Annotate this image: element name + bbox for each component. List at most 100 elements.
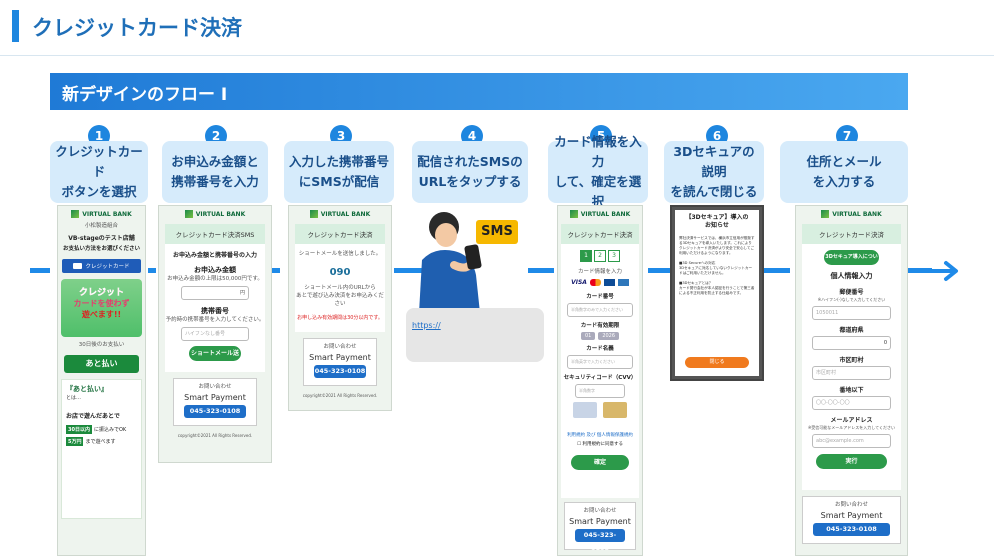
flow-line-seg (764, 268, 790, 273)
card-name-input[interactable]: 半角英字で入力ください (567, 355, 633, 369)
sms-badge: SMS (476, 220, 518, 244)
amex-icon (617, 279, 629, 286)
bank-logo: VIRTUAL BANK (289, 206, 391, 222)
screen-2: VIRTUAL BANK クレジットカード決済SMS お申込み金額と携帯番号の入… (158, 205, 272, 463)
flow-title: 新デザインのフロー Ⅰ (62, 85, 228, 105)
card-name-label: カード名義 (586, 346, 614, 352)
atobarai-button[interactable]: あと払い (64, 355, 139, 373)
header-accent-bar (12, 10, 19, 42)
phone-number: 045-323-0108 (184, 405, 246, 418)
step-label: 配信されたSMSの URLをタップする (412, 141, 528, 203)
bank-logo: VIRTUAL BANK (796, 206, 907, 222)
atobarai-info: 『あと払い』 とは… お店で遊んだあとで 30日以内に振込みでOK 5万円まで遊… (61, 379, 142, 519)
panel-header: クレジットカード決済SMS (165, 224, 265, 244)
phone-number: 045-323-0108 (314, 365, 366, 378)
close-button[interactable]: 閉じる (685, 357, 749, 368)
shop-name: VB-stageのテスト店舗 (68, 235, 135, 242)
modal-title: 【3Dセキュア】導入の お知らせ (685, 214, 749, 229)
amount-note: お申込み金額の上限は50,000円です。 (167, 276, 263, 282)
zip-label: 郵便番号 (839, 289, 864, 296)
promo-banner: クレジット カードを使わず 遊べます!! (61, 279, 142, 337)
visa-icon: VISA (571, 279, 587, 286)
zip-input[interactable]: 1050011 (812, 306, 891, 320)
sms-url-link[interactable]: https:// (412, 321, 441, 330)
send-sms-button[interactable]: ショートメール送信 (189, 346, 241, 372)
city-label: 市区町村 (839, 357, 864, 364)
step-label: 3Dセキュアの説明 を読んで閉じる (664, 141, 764, 203)
smart-payment-logo: Smart Payment (184, 393, 246, 402)
bank-logo: VIRTUAL BANK (558, 206, 642, 222)
sms-description: ショートメール内のURLから あとで遊び込み決済をお申込みください (296, 285, 384, 307)
terms-link[interactable]: 利用規約 及び 個人情報保護規約 (567, 433, 633, 438)
org-name: 小松製造組合 (84, 223, 118, 229)
phone-input[interactable]: ハイフンなし番号 (181, 327, 249, 341)
3d-secure-about-button[interactable]: 3Dセキュア導入について (824, 250, 879, 275)
copyright: copyright©2021 All Rights Reserved. (302, 393, 378, 398)
cvv-help-images (561, 402, 639, 418)
flow-line-seg (528, 268, 554, 273)
step-label: お申込み金額と 携帯番号を入力 (162, 141, 268, 203)
jcb-icon (603, 279, 615, 286)
modal-body: 弊社決済サービスでは、横浜市立信用が推奨する3Dセキュアを導入いたします。これに… (679, 236, 755, 295)
screen-3: VIRTUAL BANK クレジットカード決済 ショートメールを送信しました。 … (288, 205, 392, 411)
address-label: 番地以下 (839, 387, 864, 394)
flow-line-seg (908, 268, 932, 273)
cvv-input[interactable]: 半角数字 (575, 384, 625, 398)
section-title: 個人情報入力 (830, 272, 873, 280)
smart-payment-logo: Smart Payment (820, 511, 883, 520)
phone-number: 045-323-0108 (575, 529, 625, 552)
sms-message-bubble: https:// (406, 308, 544, 362)
step-label: クレジットカード ボタンを選択 (50, 141, 148, 203)
email-input[interactable]: abc@example.com (812, 434, 891, 448)
submit-button[interactable]: 実行 (816, 454, 887, 469)
flow-line-seg (394, 268, 424, 273)
card-icon (73, 263, 83, 269)
page-header: クレジットカード決済 (0, 0, 994, 56)
city-input[interactable]: 市区町村 (812, 366, 891, 380)
expiry-warning: お申し込み有効期間は30分以内です。 (297, 315, 383, 321)
contact-box: お問い合わせ Smart Payment 045-323-0108 (802, 496, 901, 544)
address-input[interactable]: 〇〇-〇〇-〇〇 (812, 396, 891, 410)
amount-label: お申込み金額 (194, 266, 236, 274)
confirm-button[interactable]: 確定 (571, 455, 629, 470)
panel-header: クレジットカード決済 (295, 224, 385, 244)
card-info-label: カード情報を入力 (577, 269, 622, 275)
contact-box: お問い合わせ Smart Payment 045-323-0108 (564, 502, 636, 552)
payment-prompt: お支払い方法をお選びください (62, 246, 140, 252)
flow-line-seg (30, 268, 50, 273)
step-label: 住所とメール を入力する (780, 141, 908, 203)
screen-5: VIRTUAL BANK クレジットカード決済 1 2 3 カード情報を入力 V… (557, 205, 643, 556)
smart-payment-logo: Smart Payment (309, 353, 371, 362)
mastercard-icon (589, 279, 601, 286)
contact-box: お問い合わせ Smart Payment 045-323-0108 (173, 378, 257, 426)
credit-card-button[interactable]: クレジットカード (62, 259, 141, 273)
step-label: 入力した携帯番号 にSMSが配信 (284, 141, 394, 203)
screen-1: VIRTUAL BANK 小松製造組合 VB-stageのテスト店舗 お支払い方… (57, 205, 146, 556)
panel-header: クレジットカード決済 (561, 224, 639, 244)
screen-6-modal: 【3Dセキュア】導入の お知らせ 弊社決済サービスでは、横浜市立信用が推奨する3… (670, 205, 764, 381)
flow-arrow-icon (928, 261, 958, 281)
contact-box: お問い合わせ Smart Payment 045-323-0108 (303, 338, 377, 386)
flow-banner: 新デザインのフロー Ⅰ (50, 73, 908, 110)
email-label: メールアドレス (830, 417, 873, 424)
phone-number: 045-323-0108 (813, 523, 890, 536)
page-title: クレジットカード決済 (32, 16, 242, 40)
card-number-input[interactable]: 半角数字のみで入力ください (567, 303, 633, 317)
expiry-month-select[interactable]: 01 (580, 332, 596, 340)
flow-line-seg (268, 268, 280, 273)
person-with-phone-illustration (419, 212, 482, 313)
prefecture-select[interactable]: 0 (812, 336, 891, 350)
email-note: ※受信可能なメールアドレスを入力してください (807, 425, 896, 430)
expiry-year-select[interactable]: 2026 (598, 332, 620, 340)
prefecture-label: 都道府県 (839, 327, 864, 334)
copyright: copyright©2021 All Rights Reserved. (177, 433, 253, 438)
step-label: カード情報を入力 して、確定を選択 (548, 134, 648, 209)
phone-display: 090 (329, 267, 351, 278)
flow-line-seg (648, 268, 672, 273)
amount-input[interactable]: 円 (181, 286, 249, 300)
smart-payment-logo: Smart Payment (569, 517, 631, 526)
expiry-label: カード有効期限 (580, 323, 620, 329)
cvv-label: セキュリティコード（CVV） (563, 375, 637, 381)
screen-7: VIRTUAL BANK クレジットカード決済 3Dセキュア導入について 個人情… (795, 205, 908, 556)
agree-checkbox[interactable]: ☐ 利用規約に同意する (577, 442, 623, 447)
